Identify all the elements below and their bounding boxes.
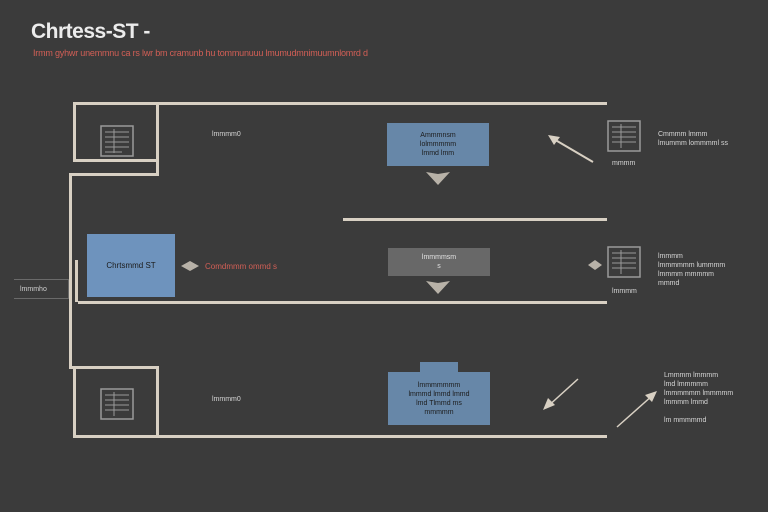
top-left-bracket-vertical — [73, 102, 76, 162]
main-node-annotation: Comdmmm ommd s — [205, 262, 278, 271]
top-left-bracket-bottom — [73, 159, 159, 162]
bottom-connector-line — [73, 435, 607, 438]
lower-bracket-left — [73, 369, 76, 438]
row3-right-text: Lmmmm lmmmm lmd lmmmmm lmmmmmm lmmmmm lm… — [664, 372, 734, 424]
row2-right-caption: lmmmm — [612, 288, 637, 295]
document-icon — [100, 388, 134, 420]
diagram-title: Chrtess-ST - — [31, 20, 150, 43]
row2-center-box: lmmmmsm s — [388, 248, 490, 276]
down-arrow-icon — [426, 172, 450, 185]
row3-box-tab — [420, 362, 458, 374]
upper-mid-bracket — [69, 173, 159, 176]
top-left-bracket-inner — [156, 105, 159, 176]
row1-right-caption: mmmm — [612, 160, 636, 167]
up-right-arrow-icon — [543, 378, 579, 410]
lower-bracket-top — [69, 366, 159, 369]
down-arrow-icon — [426, 281, 450, 294]
document-icon — [607, 246, 641, 278]
diagram-subtitle: Irmm gyhwr unemmnu ca rs lwr bm cramunb … — [33, 48, 368, 58]
document-icon — [607, 120, 641, 152]
row-two-bottom-line — [78, 301, 607, 304]
up-right-arrow-icon — [616, 391, 657, 428]
row-two-top-line — [343, 218, 607, 221]
row1-right-text: Cmmmm lmmm lmummm lommmml ss — [658, 131, 728, 147]
row1-center-box: Ammmnsm lolmmmmm lmmd lmm — [387, 123, 489, 166]
left-arrowhead-icon — [588, 260, 602, 270]
row3-center-box: lmmmmmmm lmmmd lmmd lmmd lmd Tlmmd ms mm… — [388, 372, 490, 425]
left-spine-stub — [75, 260, 78, 302]
top-connector-line — [73, 102, 607, 105]
row2-right-text: lmmmm lmmmmmm lummmm lmmmm mmmmm mmmd — [658, 253, 726, 287]
side-label: lmmmho — [14, 279, 69, 299]
main-node-box: Chrtsmmd ST — [87, 234, 175, 297]
document-icon — [100, 125, 134, 157]
row3-left-label: lmmmm0 — [212, 396, 241, 403]
left-arrowhead-icon — [181, 261, 199, 271]
up-left-arrow-icon — [548, 135, 594, 163]
lower-bracket-inner — [156, 366, 159, 438]
left-spine — [69, 173, 72, 369]
row1-left-label: lmmmm0 — [212, 131, 241, 138]
